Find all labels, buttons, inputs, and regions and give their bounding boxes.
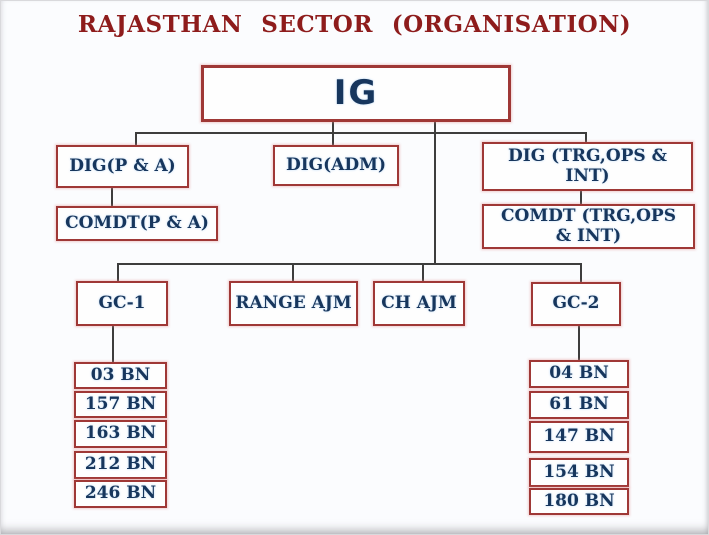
org-box-gc1: GC-1 [76,281,168,326]
connector-ig-digadm [332,122,334,146]
org-box-bn: 04 BN [529,360,629,388]
bn-label: 163 BN [84,423,157,444]
connector-dig-row [135,132,587,134]
connector-to-gc2 [580,263,582,283]
org-box-bn: 180 BN [529,488,629,515]
bn-label: 154 BN [543,461,615,482]
org-box-bn: 212 BN [74,451,167,479]
org-box-bn: 03 BN [74,362,167,389]
org-box-range-ajm: RANGE AJM [229,281,358,326]
org-box-dig-adm-label: DIG(ADM) [285,154,387,175]
org-box-dig-trg: DIG (TRG,OPS & INT) [482,142,693,191]
org-box-bn: 246 BN [74,480,167,508]
connector-to-chajm [422,263,424,282]
org-box-dig-adm: DIG(ADM) [273,145,399,186]
org-box-bn: 147 BN [529,421,629,453]
connector-digtrg-comdttrg [580,190,582,206]
org-box-range-ajm-label: RANGE AJM [235,292,352,313]
org-box-dig-pa-label: DIG(P & A) [69,155,176,176]
org-box-comdt-trg-label: COMDT (TRG,OPS & INT) [501,206,676,246]
org-box-ch-ajm-label: CH AJM [381,292,457,313]
connector-ig-gcrow [434,122,436,265]
bn-label: 61 BN [549,394,609,415]
connector-to-digtrg [585,132,587,144]
org-box-gc1-label: GC-1 [98,292,146,313]
bn-label: 246 BN [84,483,157,504]
bn-label: 157 BN [84,393,157,414]
org-box-bn: 154 BN [529,458,629,487]
org-box-comdt-pa: COMDT(P & A) [56,206,218,241]
connector-to-gc1 [117,263,119,282]
connector-gc1-bns [112,326,114,363]
org-box-ig: IG [201,65,511,122]
org-box-ig-label: IG [333,73,379,114]
org-box-gc2-label: GC-2 [552,293,600,314]
connector-gc2-bns [578,326,580,361]
org-box-bn: 61 BN [529,391,629,419]
connector-to-rangeajm [292,263,294,282]
org-box-dig-trg-label: DIG (TRG,OPS & INT) [508,146,667,186]
bn-label: 147 BN [543,426,615,447]
bn-label: 212 BN [84,454,157,475]
org-box-comdt-pa-label: COMDT(P & A) [65,212,209,233]
org-box-dig-pa: DIG(P & A) [56,145,189,188]
connector-gc-row [117,263,582,265]
org-box-ch-ajm: CH AJM [373,281,465,326]
connector-digpa-comdtpa [111,187,113,207]
org-box-comdt-trg: COMDT (TRG,OPS & INT) [482,204,695,249]
bn-label: 180 BN [543,490,615,511]
connector-to-digpa [135,132,137,147]
bn-label: 04 BN [549,363,609,384]
org-box-bn: 157 BN [74,391,167,418]
org-box-gc2: GC-2 [531,282,621,326]
bn-label: 03 BN [90,364,151,385]
org-box-bn: 163 BN [74,420,167,448]
page-title: RAJASTHAN SECTOR (ORGANISATION) [77,11,632,38]
